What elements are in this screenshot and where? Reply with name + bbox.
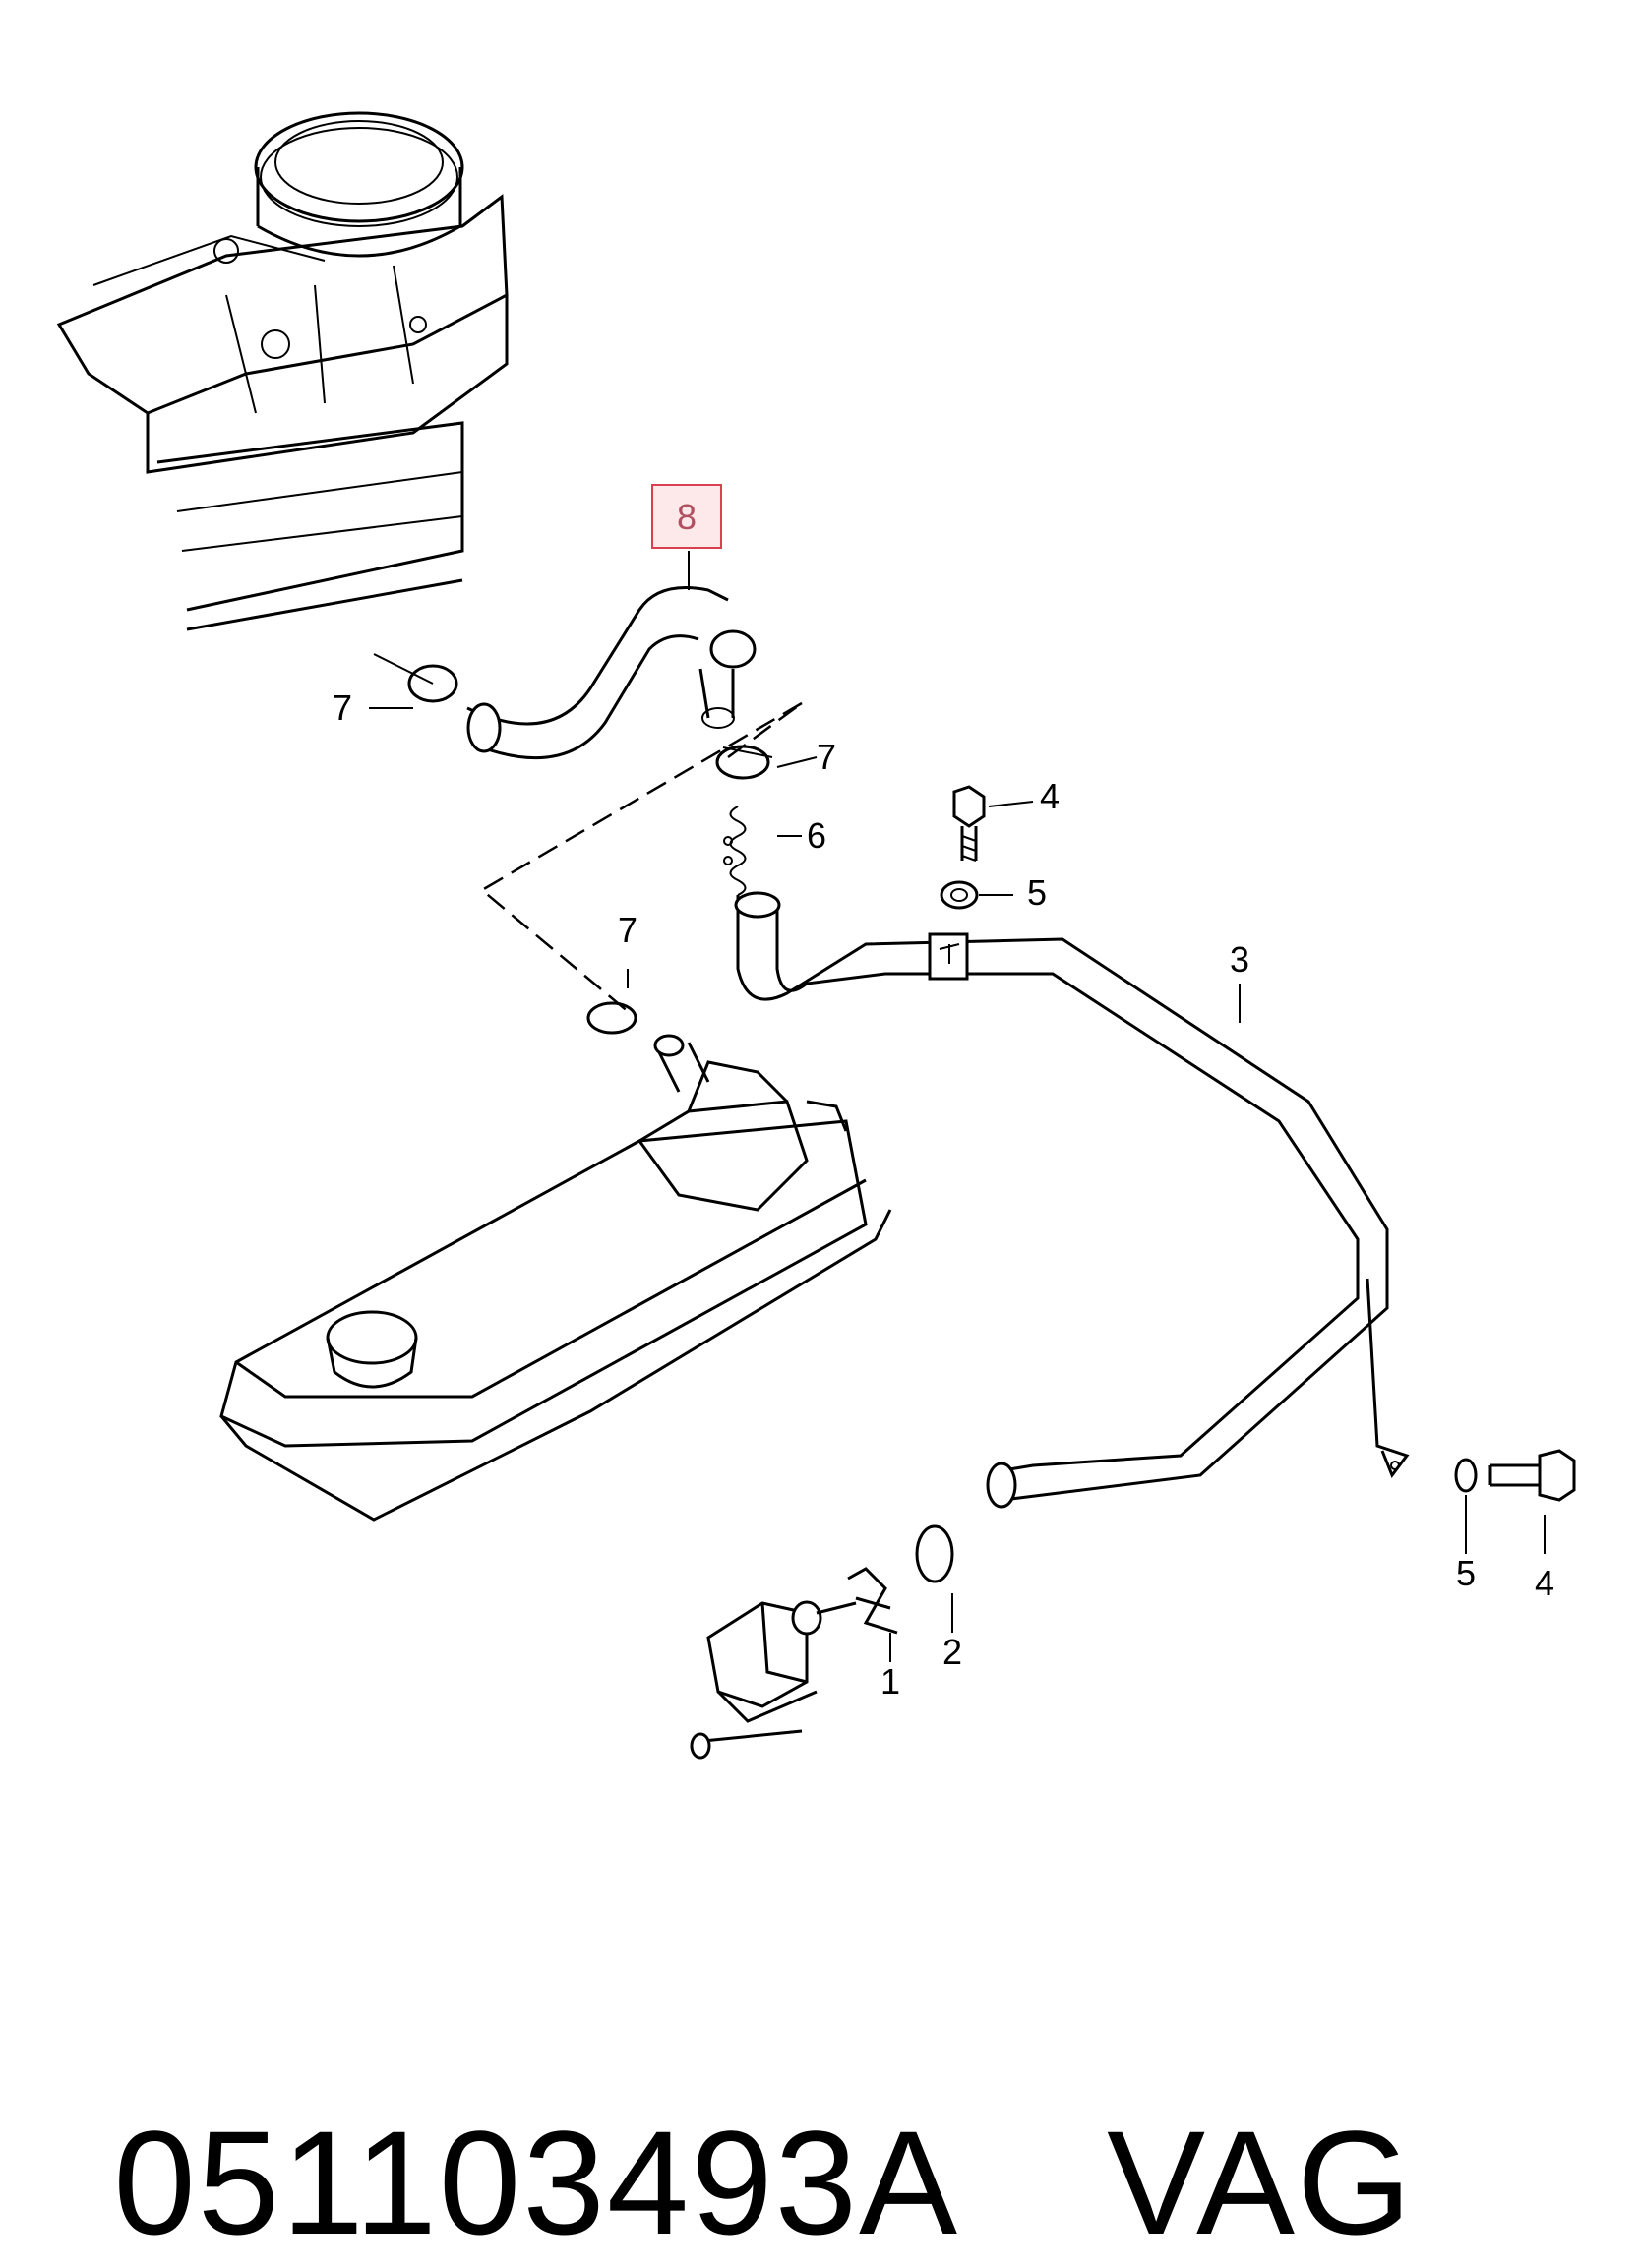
- bolt-bottom-part-4: [1488, 1449, 1576, 1502]
- spring-part-6: [723, 806, 747, 896]
- dashed-connection-lines: [479, 701, 803, 1014]
- breather-pipe-part-3: [734, 891, 1410, 1509]
- callout-7-right[interactable]: 7: [817, 737, 836, 777]
- callouts: 8 7 7 7 6 4 5 3 1 2 5 4: [333, 484, 1554, 1701]
- hose-clamp-middle: [586, 1001, 637, 1035]
- callout-7-left[interactable]: 7: [333, 687, 352, 728]
- brand-name: VAG: [1107, 2100, 1414, 2265]
- callout-4-bottom[interactable]: 4: [1535, 1563, 1554, 1603]
- bolt-top-part-4: [952, 785, 986, 862]
- retaining-clip-part-1: [847, 1567, 898, 1635]
- callout-7-middle[interactable]: 7: [618, 910, 637, 950]
- callout-8[interactable]: 8: [677, 497, 697, 537]
- o-ring-part-2: [915, 1524, 954, 1583]
- part-number: 051103493A: [113, 2100, 960, 2265]
- callout-2[interactable]: 2: [942, 1632, 962, 1672]
- hose-clamp-top-left: [373, 653, 458, 703]
- part-number-footer: 051103493A VAG: [28, 1928, 1414, 2265]
- washer-top-part-5: [940, 880, 979, 910]
- callout-5-bottom[interactable]: 5: [1456, 1553, 1476, 1593]
- callout-5-top[interactable]: 5: [1027, 872, 1047, 913]
- callout-3[interactable]: 3: [1230, 939, 1249, 980]
- callout-4-top[interactable]: 4: [1040, 776, 1060, 816]
- callout-leader-lines: [369, 551, 1546, 1662]
- callout-8-highlight[interactable]: [651, 484, 722, 549]
- callout-6[interactable]: 6: [807, 815, 826, 856]
- pressure-valve-part-1: [690, 1600, 857, 1760]
- valve-cover: [219, 1034, 892, 1522]
- intake-manifold-assembly: [56, 111, 509, 631]
- callout-1[interactable]: 1: [880, 1661, 900, 1701]
- washer-bottom-part-5: [1454, 1458, 1478, 1493]
- hose-clamp-top-right: [715, 745, 773, 780]
- breather-hose-part-8: [466, 586, 757, 760]
